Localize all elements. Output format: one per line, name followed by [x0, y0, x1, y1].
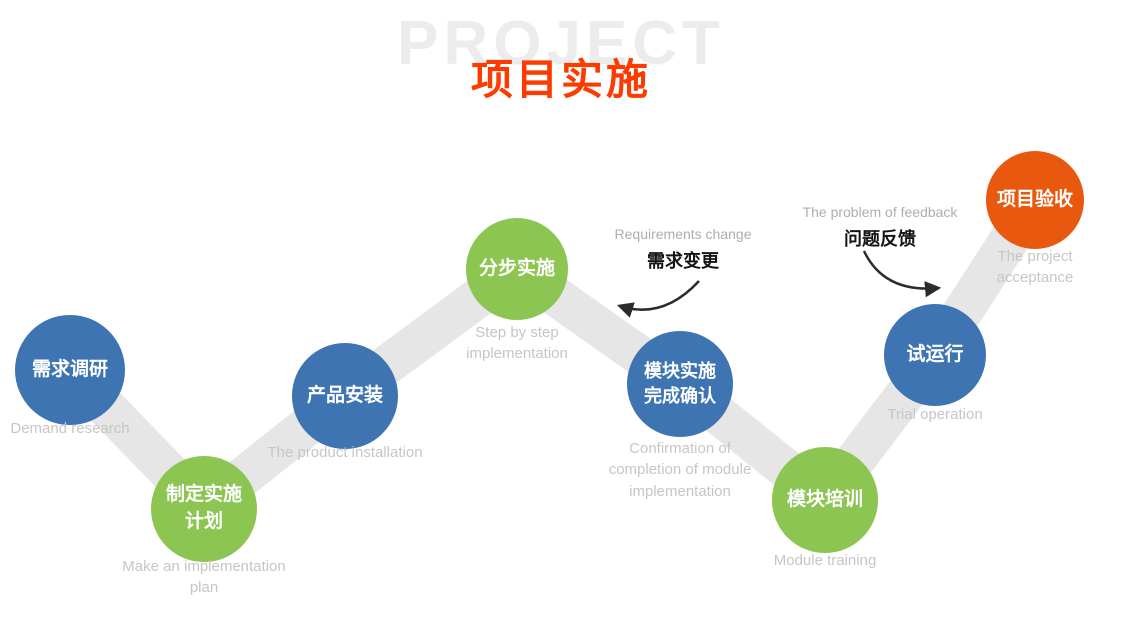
step-label: 试运行 [906, 343, 964, 365]
step-sub-trial-operation: Trial operation [887, 406, 983, 423]
page-title: 项目实施 [470, 56, 651, 103]
step-sub-demand-research: Demand research [10, 420, 130, 437]
annotation-en-label: The problem of feedback [802, 204, 958, 220]
step-sub-project-acceptance: The project acceptance [996, 248, 1074, 287]
step-label: 产品安装 [306, 384, 383, 406]
arrow-requirements-change [616, 280, 700, 318]
step-label: 分步实施 [478, 257, 555, 279]
step-circle-demand-research: 需求调研 [15, 315, 125, 425]
annotation-requirements-change: Requirements change 需求变更 [615, 226, 752, 273]
step-circle-product-installation: 产品安装 [292, 343, 398, 449]
step-label: 项目验收 [996, 188, 1073, 210]
step-circle-module-training: 模块培训 [772, 447, 878, 553]
step-sub-product-installation: The product installation [267, 444, 423, 461]
step-circle-project-acceptance: 项目验收 [986, 151, 1084, 249]
step-sub-module-confirmation: Confirmation of completion of module imp… [608, 440, 752, 500]
watermark-title: PROJECT [397, 9, 725, 78]
annotation-en-label: Requirements change [614, 226, 752, 242]
step-sub-step-by-step: Step by step implementation [466, 324, 568, 363]
step-circle-module-confirmation: 模块实施 完成确认 [627, 331, 733, 437]
annotation-problem-feedback: The problem of feedback 问题反馈 [803, 204, 958, 251]
step-label: 模块实施 完成确认 [644, 360, 716, 406]
step-label: 模块培训 [786, 488, 863, 510]
step-label: 制定实施 计划 [165, 484, 242, 532]
step-circle-trial-operation: 试运行 [884, 304, 986, 406]
annotation-zh-label: 问题反馈 [844, 229, 916, 249]
step-sub-module-training: Module training [773, 552, 877, 569]
annotation-zh-label: 需求变更 [646, 251, 719, 271]
step-circle-step-by-step: 分步实施 [466, 218, 568, 320]
step-circle-implementation-plan: 制定实施 计划 [151, 456, 257, 562]
arrow-problem-feedback [862, 250, 942, 298]
step-sub-implementation-plan: Make an implementation plan [122, 558, 286, 597]
step-label: 需求调研 [31, 358, 108, 380]
